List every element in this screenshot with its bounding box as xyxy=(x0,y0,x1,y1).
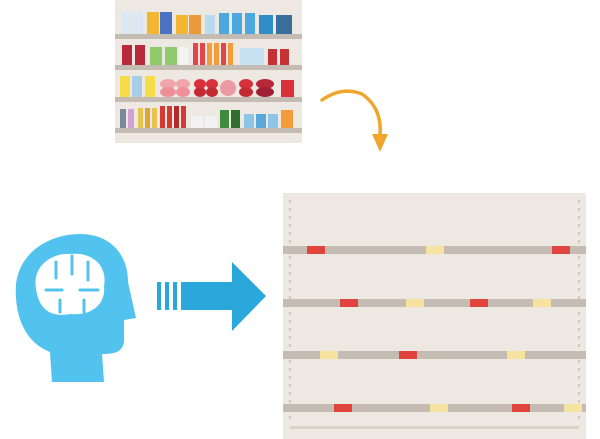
shelf-base-line xyxy=(290,426,579,429)
empty-shelf-level-4 xyxy=(283,404,586,412)
price-tag-yellow xyxy=(406,299,424,307)
price-tag-yellow xyxy=(426,246,444,254)
price-tag-red xyxy=(512,404,530,412)
stocked-shelf-board-4 xyxy=(115,128,302,133)
stocked-shelf-row-2 xyxy=(122,43,289,65)
stocked-shelf-row-4 xyxy=(120,106,293,128)
arrow-shaft xyxy=(181,282,233,310)
stocked-shelf-board-3 xyxy=(115,97,302,102)
brain-shape xyxy=(35,253,105,315)
stocked-shelf-row-3 xyxy=(120,76,294,97)
stocked-store-shelf-icon xyxy=(115,0,302,143)
curved-arrow-shaft xyxy=(320,89,382,136)
empty-shelf-back xyxy=(283,193,586,439)
price-tag-red xyxy=(552,246,570,254)
price-tag-red xyxy=(470,299,488,307)
arrow-head xyxy=(232,262,266,331)
brain-folds xyxy=(44,254,100,314)
price-tag-red xyxy=(399,351,417,359)
price-tag-yellow xyxy=(564,404,582,412)
stocked-shelf-board-1 xyxy=(115,34,302,39)
curved-arrow-head xyxy=(372,134,388,152)
right-arrow-icon xyxy=(157,262,266,331)
empty-shelf-level-2 xyxy=(283,299,586,307)
curved-arrow-icon xyxy=(320,89,388,152)
price-tag-yellow xyxy=(320,351,338,359)
price-tag-yellow xyxy=(430,404,448,412)
arrow-stripe-2 xyxy=(165,282,169,310)
empty-shelf-level-1 xyxy=(283,246,586,254)
price-tag-yellow xyxy=(507,351,525,359)
stocked-shelf-board-2 xyxy=(115,65,302,70)
price-tag-red xyxy=(307,246,325,254)
head-with-brain-icon xyxy=(15,234,136,382)
empty-shelf-level-3 xyxy=(283,351,586,359)
stocked-shelf-base xyxy=(115,133,302,143)
empty-store-shelf-icon xyxy=(283,193,586,439)
stocked-shelf-row-1 xyxy=(122,12,292,34)
shelf-board xyxy=(283,351,586,359)
price-tag-red xyxy=(340,299,358,307)
arrow-stripe-3 xyxy=(173,282,177,310)
arrow-stripe-1 xyxy=(157,282,161,310)
price-tag-red xyxy=(334,404,352,412)
shelf-board xyxy=(283,299,586,307)
price-tag-yellow xyxy=(533,299,551,307)
